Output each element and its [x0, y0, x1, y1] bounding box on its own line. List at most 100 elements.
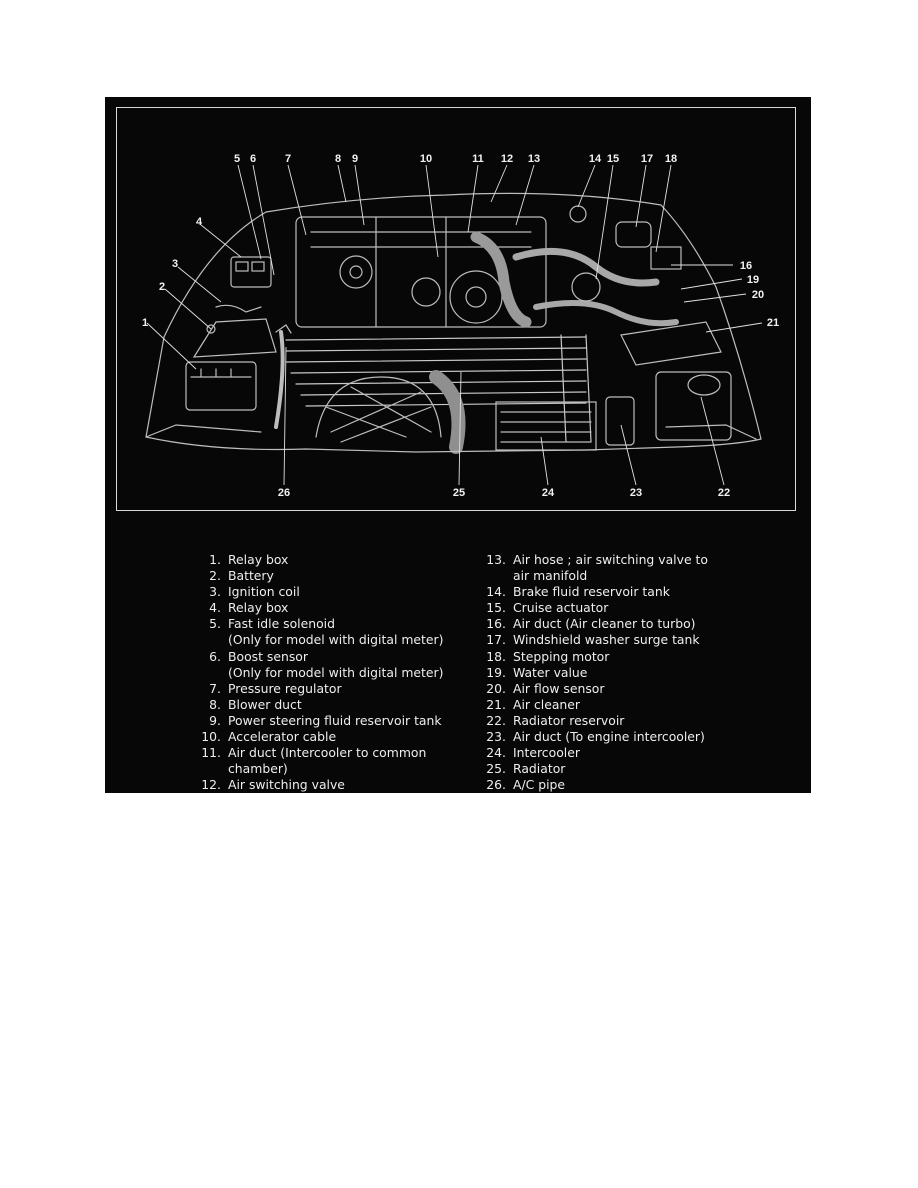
callout-26: 26: [278, 487, 290, 499]
legend-item: 25. Radiator: [475, 761, 805, 777]
legend-number: 1.: [209, 552, 221, 567]
legend-item-continuation: (Only for model with digital meter): [190, 665, 455, 681]
legend-item: 14. Brake fluid reservoir tank: [475, 584, 805, 600]
callout-11: 11: [472, 153, 484, 165]
legend-item: 12. Air switching valve: [190, 777, 455, 793]
legend-number: 13.: [486, 552, 506, 567]
diagram-frame: [116, 107, 796, 511]
legend-text: Boost sensor: [228, 648, 308, 664]
legend-text: Accelerator cable: [228, 729, 337, 745]
legend-text: Windshield washer surge tank: [513, 632, 700, 648]
legend-item: 9.Power steering fluid reservoir tank: [190, 713, 455, 729]
engine-block-shape: [295, 216, 547, 328]
legend-text: chamber): [228, 761, 288, 777]
legend-item: 3. Ignition coil: [190, 584, 455, 600]
legend-text: Brake fluid reservoir tank: [513, 584, 670, 600]
legend-number: 14.: [486, 584, 506, 600]
legend-text: Air cleaner: [513, 696, 580, 712]
legend-item: 1. Relay box: [190, 552, 455, 568]
legend-number: 6.: [209, 648, 221, 664]
legend-number: 3.: [209, 584, 221, 600]
leader-lines: [146, 164, 763, 486]
air-cleaner-shape: [620, 321, 722, 366]
legend-text: (Only for model with digital meter): [228, 664, 444, 680]
legend-item: 16. Air duct (Air cleaner to turbo): [475, 616, 805, 632]
legend-number: 12.: [201, 777, 221, 793]
legend-text: A/C pipe: [513, 777, 566, 793]
callout-22: 22: [718, 487, 730, 499]
legend-number: 5.: [209, 616, 221, 632]
legend-item: 2.Battery: [190, 568, 455, 584]
radiator-reservoir-shape: [655, 371, 732, 441]
legend-text: Blower duct: [228, 696, 302, 712]
callout-24: 24: [542, 487, 555, 499]
legend-item: 7.Pressure regulator: [190, 681, 455, 697]
callout-20: 20: [752, 289, 764, 301]
callout-3: 3: [172, 258, 178, 270]
callout-7: 7: [285, 153, 291, 165]
legend-number: 25.: [486, 761, 506, 777]
legend-item: 11. Air duct (Intercooler to common: [190, 745, 455, 761]
legend-text: air manifold: [513, 568, 588, 584]
callout-18: 18: [665, 153, 677, 165]
callout-10: 10: [420, 153, 432, 165]
callout-9: 9: [352, 153, 358, 165]
engine-compartment-diagram: 1 2 3 4 5 6 7 8 9 10 11 12 13 14 15 16 1…: [142, 153, 779, 499]
callout-5: 5: [234, 153, 240, 165]
legend-number: 18.: [486, 648, 506, 664]
legend-text: Cruise actuator: [513, 600, 609, 616]
callout-21: 21: [767, 317, 779, 329]
legend-text: Air duct (Air cleaner to turbo): [513, 616, 696, 632]
legend-text: (Only for model with digital meter): [228, 632, 444, 648]
legend-text: Ignition coil: [228, 584, 300, 600]
legend-item: 4. Relay box: [190, 600, 455, 616]
legend-text: Radiator: [513, 761, 566, 777]
legend-left-column: 1. Relay box 2.Battery 3. Ignition coil 4.…: [190, 552, 455, 793]
legend-item: 15.Cruise actuator: [475, 600, 805, 616]
legend-text: Air flow sensor: [513, 680, 605, 696]
legend-item: 6. Boost sensor: [190, 649, 455, 665]
legend-item-continuation: air manifold: [475, 568, 805, 584]
legend-item: 24.Intercooler: [475, 745, 805, 761]
legend-item-continuation: chamber): [190, 761, 455, 777]
legend-text: Air duct (Intercooler to common: [228, 745, 427, 761]
legend-number: 11.: [201, 745, 221, 761]
legend-text: Battery: [228, 568, 274, 584]
legend-item: 8. Blower duct: [190, 697, 455, 713]
legend-text: Power steering fluid reservoir tank: [228, 712, 442, 728]
legend-item-continuation: (Only for model with digital meter): [190, 632, 455, 648]
callout-12: 12: [501, 153, 513, 165]
legend-right-column: 13. Air hose ; air switching valve to air…: [475, 552, 805, 793]
battery-shape: [192, 318, 277, 358]
legend-text: Relay box: [228, 552, 289, 567]
engine-illustration: [145, 192, 762, 454]
legend-text: Stepping motor: [513, 648, 610, 664]
legend-text: Radiator reservoir: [513, 712, 625, 728]
callout-19: 19: [747, 274, 759, 286]
legend-text: Relay box: [228, 600, 289, 616]
legend-item: 20.Air flow sensor: [475, 681, 805, 697]
legend-number: 10.: [201, 729, 221, 745]
legend-number: 7.: [209, 680, 221, 696]
legend-item: 5. Fast idle solenoid: [190, 616, 455, 632]
callout-8: 8: [335, 153, 341, 165]
legend-item: 22. Radiator reservoir: [475, 713, 805, 729]
legend-number: 4.: [209, 600, 221, 616]
relay-box-4-shape: [230, 256, 272, 288]
legend-item: 13. Air hose ; air switching valve to: [475, 552, 805, 568]
legend-text: Air hose ; air switching valve to: [513, 552, 708, 567]
legend-number: 16.: [486, 616, 506, 632]
legend-text: Air switching valve: [228, 777, 345, 793]
legend-number: 8.: [209, 696, 221, 712]
callout-2: 2: [159, 281, 165, 293]
legend-number: 22.: [486, 712, 506, 728]
legend-item: 19.Water value: [475, 665, 805, 681]
callout-17: 17: [641, 153, 653, 165]
callout-15: 15: [607, 153, 619, 165]
legend-number: 24.: [486, 745, 506, 761]
legend-item: 18. Stepping motor: [475, 649, 805, 665]
callout-4: 4: [196, 216, 203, 228]
callout-labels: 1 2 3 4 5 6 7 8 9 10 11 12 13 14 15 16 1…: [142, 153, 779, 499]
legend-text: Fast idle solenoid: [228, 616, 335, 632]
relay-box-1-shape: [185, 361, 257, 411]
